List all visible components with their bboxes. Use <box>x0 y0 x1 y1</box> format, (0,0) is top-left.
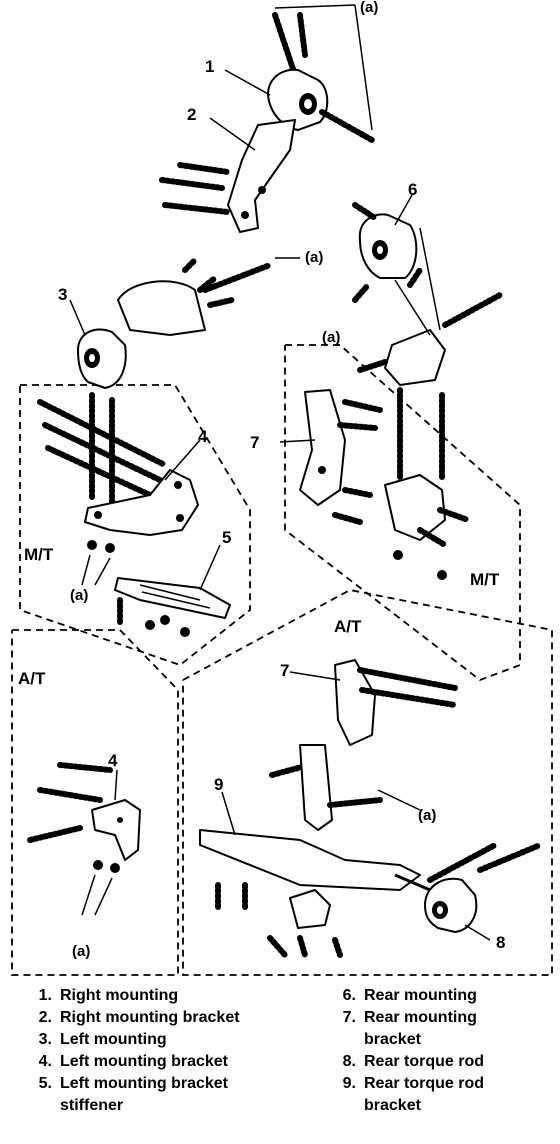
legend-item: 7.Rear mounting bracket <box>342 1009 477 1048</box>
callout-4-mt: 4 <box>198 427 208 446</box>
legend-item: 8.Rear torque rod <box>342 1053 485 1070</box>
callout-a-top: (a) <box>360 0 378 16</box>
rear-mounting-group <box>352 202 503 386</box>
mt-right-frame <box>284 344 521 682</box>
section-at-left: A/T <box>18 669 46 688</box>
section-mt-left: M/T <box>24 545 54 564</box>
callout-2: 2 <box>187 105 196 124</box>
callout-a-mt-left: (a) <box>70 587 88 604</box>
legend-item: 2.Right mounting bracket <box>38 1009 240 1026</box>
legend-item: 9.Rear torque rod bracket <box>342 1075 485 1114</box>
legend-item: 5.Left mounting bracket stiffener <box>38 1075 229 1114</box>
engine-mounting-diagram: 1 2 3 4 5 6 7 7 4 9 8 (a) (a) (a) (a) (a… <box>11 0 553 976</box>
callout-7-at: 7 <box>280 661 289 680</box>
left-mounting-bracket <box>84 469 199 536</box>
section-mt-right: M/T <box>470 570 500 589</box>
callout-3: 3 <box>58 285 67 304</box>
callout-5: 5 <box>222 528 231 547</box>
at-left-frame <box>11 629 179 976</box>
callout-9: 9 <box>214 775 223 794</box>
legend-column-right: 6.Rear mounting 7.Rear mounting bracket … <box>326 985 560 1117</box>
rear-mounting-at-group <box>199 659 543 958</box>
callout-4-at: 4 <box>108 751 118 770</box>
callout-6: 6 <box>408 180 417 199</box>
at-right-frame <box>182 589 553 976</box>
right-mounting-bracket <box>227 119 296 233</box>
callout-a-at-left: (a) <box>72 943 90 960</box>
rear-torque-rod-bracket <box>199 829 421 891</box>
rear-torque-rod <box>424 877 478 933</box>
callout-a-right: (a) <box>322 329 340 346</box>
left-mounting-group <box>77 257 300 389</box>
leader-lines <box>69 69 491 941</box>
legend-item: 3.Left mounting <box>38 1031 167 1048</box>
right-mounting <box>267 68 329 131</box>
parts-legend: 1.Right mounting 2.Right mounting bracke… <box>0 985 560 1144</box>
legend-item: 6.Rear mounting <box>342 987 477 1004</box>
section-at-right: A/T <box>334 617 362 636</box>
legend-item: 1.Right mounting <box>38 987 179 1004</box>
left-mounting <box>77 328 127 389</box>
right-mounting-group <box>159 4 375 233</box>
callout-a-mid: (a) <box>305 249 323 266</box>
legend-column-left: 1.Right mounting 2.Right mounting bracke… <box>22 985 300 1117</box>
left-mounting-bracket-at <box>27 762 141 916</box>
mt-left-frame <box>19 384 251 667</box>
rear-mounting-bracket <box>299 389 346 506</box>
callout-8: 8 <box>496 933 505 952</box>
rear-mounting-bracket-mt <box>299 387 471 580</box>
rear-mounting <box>358 213 418 279</box>
left-mounting-bracket-stiffener <box>114 577 231 619</box>
left-mounting-bracket-mt <box>37 392 231 637</box>
callout-a-at-right: (a) <box>418 807 436 824</box>
callout-7-mt: 7 <box>250 433 259 452</box>
legend-item: 4.Left mounting bracket <box>38 1053 229 1070</box>
callout-1: 1 <box>205 57 214 76</box>
